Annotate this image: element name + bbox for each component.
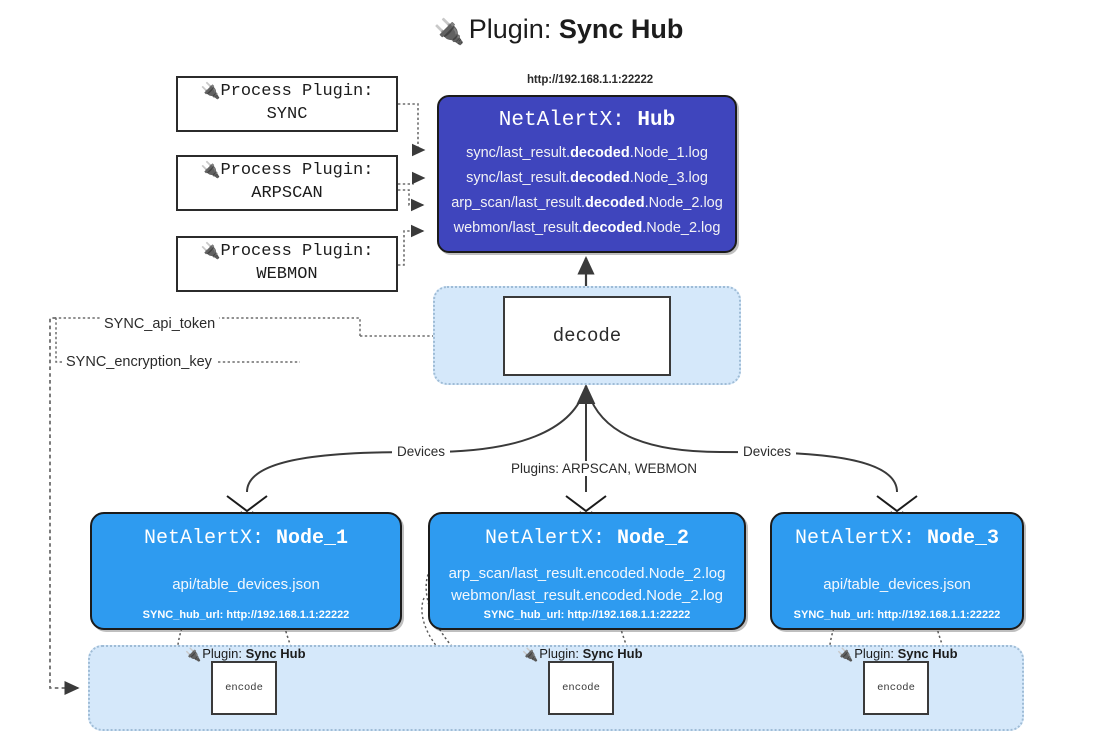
- envelope-icon: [877, 494, 917, 526]
- decode-box[interactable]: decode: [503, 296, 671, 376]
- plug-icon: 🔌: [200, 83, 221, 101]
- process-plugin-line2: WEBMON: [256, 265, 318, 284]
- hub-log-line: sync/last_result.decoded.Node_1.log: [466, 145, 708, 161]
- edge-label-devices-right: Devices: [738, 444, 797, 459]
- process-plugin-box-arpscan[interactable]: 🔌Process Plugin: ARPSCAN: [176, 155, 398, 211]
- node-box-node-2[interactable]: NetAlertX: Node_2 arp_scan/last_result.e…: [428, 512, 746, 630]
- encoder-caption: 🔌Plugin: Sync Hub: [185, 646, 306, 662]
- plug-icon: 🔌: [433, 18, 465, 46]
- node-title: NetAlertX: Node_2: [484, 527, 690, 550]
- plug-icon: 🔌: [185, 647, 202, 662]
- process-plugin-line1: 🔌Process Plugin:: [200, 161, 374, 181]
- encode-box-node-1[interactable]: encode: [211, 661, 277, 715]
- plug-icon: 🔌: [837, 647, 854, 662]
- page-title: 🔌Plugin: Sync Hub: [0, 14, 1117, 47]
- encode-box-node-2[interactable]: encode: [548, 661, 614, 715]
- envelope-icon: [227, 494, 267, 526]
- plug-icon: 🔌: [200, 162, 221, 180]
- node-body: api/table_devices.json: [92, 550, 400, 628]
- node-line: webmon/last_result.encoded.Node_2.log: [451, 587, 723, 604]
- env-var-encryption-key: SYNC_encryption_key: [62, 354, 216, 370]
- node-body: api/table_devices.json: [772, 550, 1022, 628]
- process-plugin-line2: ARPSCAN: [251, 184, 323, 203]
- page-title-prefix: Plugin:: [468, 14, 552, 44]
- hub-log-line: sync/last_result.decoded.Node_3.log: [466, 169, 708, 186]
- process-plugin-box-webmon[interactable]: 🔌Process Plugin: WEBMON: [176, 236, 398, 292]
- node-line: api/table_devices.json: [172, 575, 320, 593]
- node-footer: SYNC_hub_url: http://192.168.1.1:22222: [142, 609, 350, 621]
- process-plugin-line1: 🔌Process Plugin:: [200, 82, 374, 102]
- node-title: NetAlertX: Node_3: [794, 527, 1000, 550]
- hub-node[interactable]: NetAlertX: Hub sync/last_result.decoded.…: [437, 95, 737, 253]
- hub-log-line: arp_scan/last_result.decoded.Node_2.log: [451, 194, 723, 211]
- node-footer: SYNC_hub_url: http://192.168.1.1:22222: [793, 609, 1001, 621]
- node-line: api/table_devices.json: [823, 575, 971, 593]
- node-title: NetAlertX: Node_1: [143, 527, 349, 550]
- plug-icon: 🔌: [522, 647, 539, 662]
- hub-title: NetAlertX: Hub: [498, 109, 676, 132]
- node-box-node-1[interactable]: NetAlertX: Node_1 api/table_devices.json…: [90, 512, 402, 630]
- node-body: arp_scan/last_result.encoded.Node_2.log …: [430, 550, 744, 628]
- encode-box-node-3[interactable]: encode: [863, 661, 929, 715]
- hub-log-line: webmon/last_result.decoded.Node_2.log: [453, 219, 721, 236]
- process-plugin-line2: SYNC: [266, 105, 308, 124]
- env-var-api-token: SYNC_api_token: [100, 316, 220, 332]
- edge-label-plugins: Plugins: ARPSCAN, WEBMON: [506, 461, 703, 476]
- process-plugin-box-sync[interactable]: 🔌Process Plugin: SYNC: [176, 76, 398, 132]
- encoder-caption: 🔌Plugin: Sync Hub: [837, 646, 958, 662]
- encoder-caption: 🔌Plugin: Sync Hub: [522, 646, 643, 662]
- node-line: arp_scan/last_result.encoded.Node_2.log: [448, 564, 726, 582]
- envelope-icon: [566, 494, 606, 526]
- page-title-name: Sync Hub: [558, 14, 684, 44]
- hub-url-label: http://192.168.1.1:22222: [526, 74, 654, 86]
- edge-label-devices-left: Devices: [392, 444, 451, 459]
- plug-icon: 🔌: [200, 243, 221, 261]
- node-footer: SYNC_hub_url: http://192.168.1.1:22222: [483, 609, 691, 621]
- process-plugin-line1: 🔌Process Plugin:: [200, 242, 374, 262]
- node-box-node-3[interactable]: NetAlertX: Node_3 api/table_devices.json…: [770, 512, 1024, 630]
